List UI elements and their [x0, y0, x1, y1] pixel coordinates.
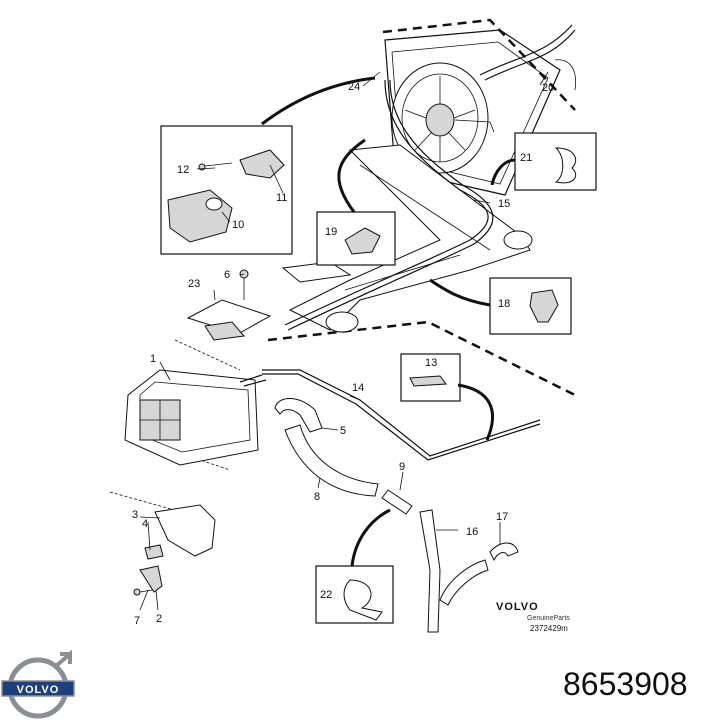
line-14-b — [262, 373, 541, 461]
callout-13: 13 — [425, 357, 437, 369]
leader-lines — [139, 71, 549, 611]
clip-18 — [529, 289, 559, 323]
hose-16 — [419, 509, 441, 633]
hose-9 — [381, 489, 413, 515]
callout-3: 3 — [132, 509, 138, 521]
evap-canister — [124, 369, 267, 466]
hose-5 — [274, 398, 323, 433]
pipe-20-end — [554, 59, 577, 91]
callout-11: 11 — [276, 192, 287, 204]
inset-valve-box — [160, 125, 293, 255]
clip-22 — [343, 579, 383, 621]
dashed-frame-mid — [267, 320, 576, 397]
callout-24: 24 — [348, 81, 360, 93]
part-number: 8653908 — [563, 666, 688, 702]
brand-subtitle: GenuineParts — [527, 615, 570, 622]
callout-8: 8 — [314, 491, 320, 503]
line-15 — [284, 79, 489, 326]
callout-16: 16 — [466, 526, 478, 538]
callout-10: 10 — [232, 219, 244, 231]
callout-12: 12 — [177, 164, 189, 176]
dashed-frame-top — [382, 18, 576, 111]
callout-1: 1 — [150, 353, 156, 365]
arrow-to-24 — [261, 76, 376, 126]
drawing-number: 2372429m — [530, 624, 568, 633]
callout-23: 23 — [188, 278, 200, 290]
hose-8 — [284, 424, 379, 497]
callout-14: 14 — [352, 382, 364, 394]
hose-17 — [489, 542, 519, 562]
bracket-3 — [133, 504, 216, 596]
arrow-to-18 — [429, 278, 491, 307]
clip-21 — [554, 147, 577, 184]
callout-20: 20 — [542, 82, 554, 94]
arrow-to-22 — [350, 508, 391, 567]
callout-6: 6 — [224, 269, 230, 281]
callout-15: 15 — [498, 198, 510, 210]
hose-16-b — [439, 559, 489, 606]
callout-labels: 1 2 3 4 5 6 7 8 9 10 11 12 13 14 15 16 1… — [132, 81, 554, 627]
clip-13 — [409, 375, 447, 387]
arrow-to-19 — [337, 138, 366, 213]
callout-2: 2 — [156, 613, 162, 625]
callout-7: 7 — [134, 615, 140, 627]
pipe-20 — [479, 24, 576, 81]
callout-21: 21 — [520, 152, 532, 164]
callout-19: 19 — [325, 226, 337, 238]
callout-18: 18 — [498, 298, 510, 310]
brand-wordmark: VOLVO — [496, 601, 539, 613]
arrow-to-21 — [490, 158, 516, 186]
callout-5: 5 — [340, 425, 346, 437]
callout-4: 4 — [142, 518, 148, 530]
callout-17: 17 — [496, 511, 508, 523]
clip-19 — [344, 227, 381, 255]
svg-text:VOLVO: VOLVO — [17, 684, 60, 696]
callout-22: 22 — [320, 589, 332, 601]
inset-box-21 — [514, 132, 597, 191]
volvo-logo: VOLVO — [1, 650, 75, 719]
line-15-b — [287, 79, 494, 331]
body-tray — [281, 144, 533, 333]
arrow-to-13 — [457, 383, 495, 441]
callout-9: 9 — [399, 461, 405, 473]
